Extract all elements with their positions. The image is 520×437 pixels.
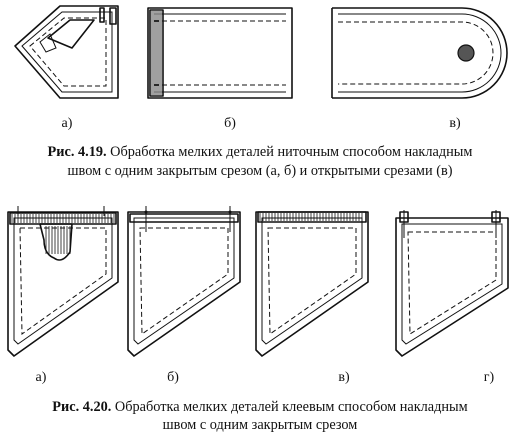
- fig420-caption-line2: швом с одним закрытым срезом: [162, 417, 358, 433]
- fig420-label-d: г): [483, 370, 495, 385]
- fig419a-detail: [14, 5, 119, 99]
- fig420-caption-line1: Рис. 4.20. Обработка мелких деталей клее…: [0, 398, 520, 417]
- fig419b-detail: [147, 7, 293, 99]
- fig420c-detail: [255, 211, 369, 357]
- fig420-label-b: б): [167, 370, 179, 385]
- fig419-caption-line1: Рис. 4.19. Обработка мелких деталей нито…: [0, 143, 520, 162]
- fig420-label-c: в): [338, 370, 350, 385]
- fig420-caption-number: Рис. 4.20.: [52, 399, 112, 415]
- fig419-label-a: а): [61, 116, 73, 131]
- fig420-caption-text: Обработка мелких деталей клеевым способо…: [114, 399, 468, 415]
- fig419-caption-line2: швом с одним закрытым срезом (а, б) и от…: [67, 163, 453, 179]
- fig420a-detail: [7, 206, 119, 357]
- fig419-label-c: в): [449, 116, 461, 131]
- fig419-caption-number: Рис. 4.19.: [47, 144, 107, 160]
- fig419-caption-text: Обработка мелких деталей ниточным способ…: [110, 144, 473, 160]
- fig420d-detail: [395, 210, 509, 357]
- fig419-label-b: б): [224, 116, 236, 131]
- fig419c-detail: [331, 7, 508, 99]
- fig420b-detail: [127, 206, 241, 357]
- fig420-label-a: а): [35, 370, 47, 385]
